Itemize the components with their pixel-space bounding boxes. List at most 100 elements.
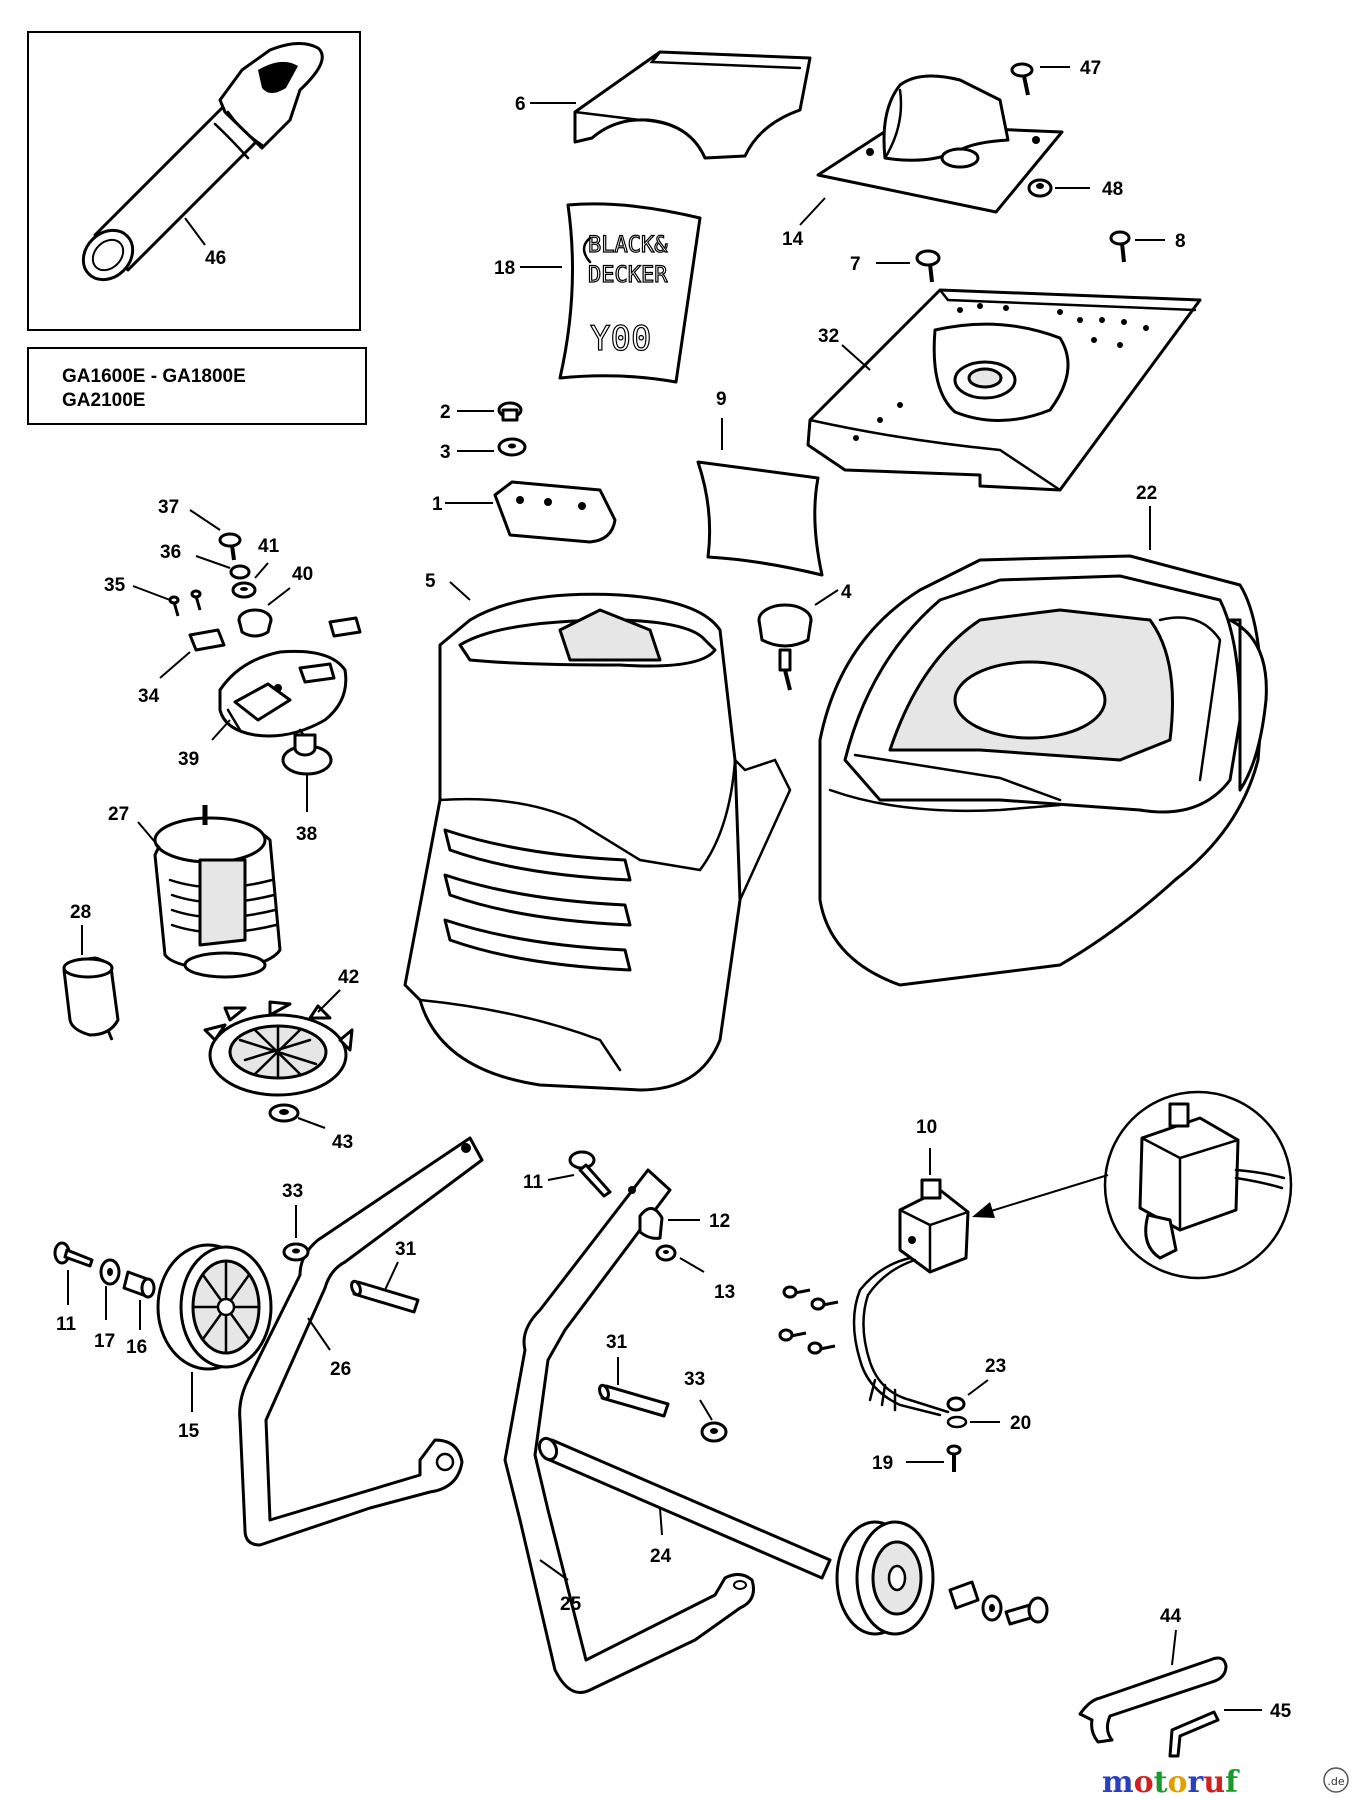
callout-15: 15: [178, 1421, 200, 1442]
part-11-bolt-right: [568, 1150, 612, 1198]
part-10-switch: [898, 1178, 970, 1274]
callout-43: 43: [332, 1132, 353, 1153]
part-1-cover-plate: [493, 480, 617, 544]
part-12-clamp: [638, 1207, 664, 1240]
part-2-screw: [497, 401, 523, 422]
callout-25: 25: [560, 1594, 582, 1615]
callout-11-right: 11: [523, 1172, 544, 1193]
part-5-housing-front: [403, 592, 792, 1092]
part-43-washer: [268, 1103, 300, 1123]
callout-3: 3: [440, 442, 451, 463]
part-28-capacitor: [62, 956, 120, 1041]
part-31-pin-right: [598, 1383, 670, 1418]
callout-17: 17: [94, 1331, 115, 1352]
part-15-wheel-left: [156, 1243, 273, 1371]
callout-26: 26: [330, 1359, 351, 1380]
watermark-letter: m: [1102, 1765, 1134, 1800]
decal-brand-line-1: BLACK&: [588, 233, 668, 258]
callout-20: 20: [1010, 1413, 1031, 1434]
callout-32: 32: [818, 326, 839, 347]
watermark-suffix: .de: [1327, 1775, 1344, 1788]
callout-23: 23: [985, 1356, 1006, 1377]
watermark-text: motoruf: [1102, 1765, 1240, 1800]
part-wheel-right: [835, 1520, 935, 1636]
part-39-blade-disc: [218, 649, 348, 747]
callout-40: 40: [292, 564, 313, 585]
decal-code: Y00: [590, 319, 651, 359]
callout-18: 18: [494, 258, 515, 279]
callout-14: 14: [782, 229, 804, 250]
callout-6: 6: [515, 94, 526, 115]
callout-46: 46: [205, 248, 226, 269]
callout-36: 36: [160, 542, 181, 563]
callout-2: 2: [440, 402, 451, 423]
part-3-washer: [497, 437, 527, 457]
callout-28: 28: [70, 902, 91, 923]
callout-13: 13: [714, 1282, 735, 1303]
part-45-hex-key: [1168, 1710, 1220, 1758]
watermark-letter: r: [1188, 1765, 1205, 1800]
callout-31-right: 31: [606, 1332, 628, 1353]
watermark-letter: o: [1168, 1765, 1188, 1800]
callout-4: 4: [841, 582, 852, 603]
part-27-motor: [153, 805, 282, 979]
callout-38: 38: [296, 824, 317, 845]
callout-1: 1: [432, 494, 443, 515]
callout-34: 34: [138, 686, 160, 707]
switch-screws: [778, 1285, 839, 1355]
decal-brand-line-2: DECKER: [588, 263, 668, 288]
part-13-nut: [655, 1244, 677, 1262]
part-washer-right: [981, 1594, 1003, 1622]
callout-45: 45: [1270, 1701, 1292, 1722]
callout-12: 12: [709, 1211, 730, 1232]
model-line-2: GA2100E: [62, 390, 145, 411]
part-19-screw: [946, 1444, 962, 1472]
part-bolt-right: [1004, 1596, 1049, 1626]
watermark-letter: t: [1154, 1765, 1168, 1800]
watermark-letter: f: [1225, 1765, 1240, 1800]
callout-7: 7: [850, 254, 861, 275]
part-31-pin-left: [350, 1279, 420, 1314]
part-14-chute-plate: [816, 74, 1064, 214]
part-8-screw: [1109, 230, 1131, 263]
part-20-terminal: [946, 1415, 968, 1429]
part-37-screw: [218, 532, 242, 561]
part-40-hub: [237, 608, 273, 638]
part-46-handle: [81, 42, 324, 282]
part-17-washer: [99, 1258, 121, 1286]
watermark-letter: u: [1203, 1765, 1225, 1800]
part-16-spacer: [122, 1270, 156, 1299]
callout-35: 35: [104, 575, 126, 596]
callout-27: 27: [108, 804, 129, 825]
watermark: motoruf .de: [1102, 1765, 1349, 1800]
part-34-blades: [188, 616, 362, 652]
part-6-hopper-cover: [573, 50, 812, 160]
callout-47: 47: [1080, 58, 1101, 79]
callout-19: 19: [872, 1453, 893, 1474]
part-36-washer: [229, 564, 251, 580]
part-33-washer-right: [700, 1421, 728, 1443]
part-7-screw: [915, 249, 941, 283]
part-18-decal: BLACK& DECKER Y00: [558, 202, 702, 384]
callout-9: 9: [716, 389, 727, 410]
part-47-screw: [1010, 62, 1034, 96]
part-11-bolt-left: [53, 1241, 94, 1268]
part-9-sheet: [696, 460, 824, 577]
callout-24: 24: [650, 1546, 672, 1567]
callout-11-left: 11: [56, 1314, 77, 1335]
part-23-nut: [946, 1396, 966, 1412]
callout-37: 37: [158, 497, 179, 518]
part-42-cutter: [203, 1000, 354, 1097]
callout-39: 39: [178, 749, 199, 770]
part-4-knob: [757, 603, 813, 691]
part-38-hub: [281, 733, 333, 776]
callout-8: 8: [1175, 231, 1186, 252]
callout-33-left: 33: [282, 1181, 303, 1202]
callout-44: 44: [1160, 1606, 1182, 1627]
part-24-axle: [537, 1436, 832, 1580]
model-box: [27, 347, 367, 425]
part-22-housing-rear: [818, 554, 1268, 987]
part-25-leg-frame: [503, 1168, 755, 1694]
callout-31-left: 31: [395, 1239, 417, 1260]
